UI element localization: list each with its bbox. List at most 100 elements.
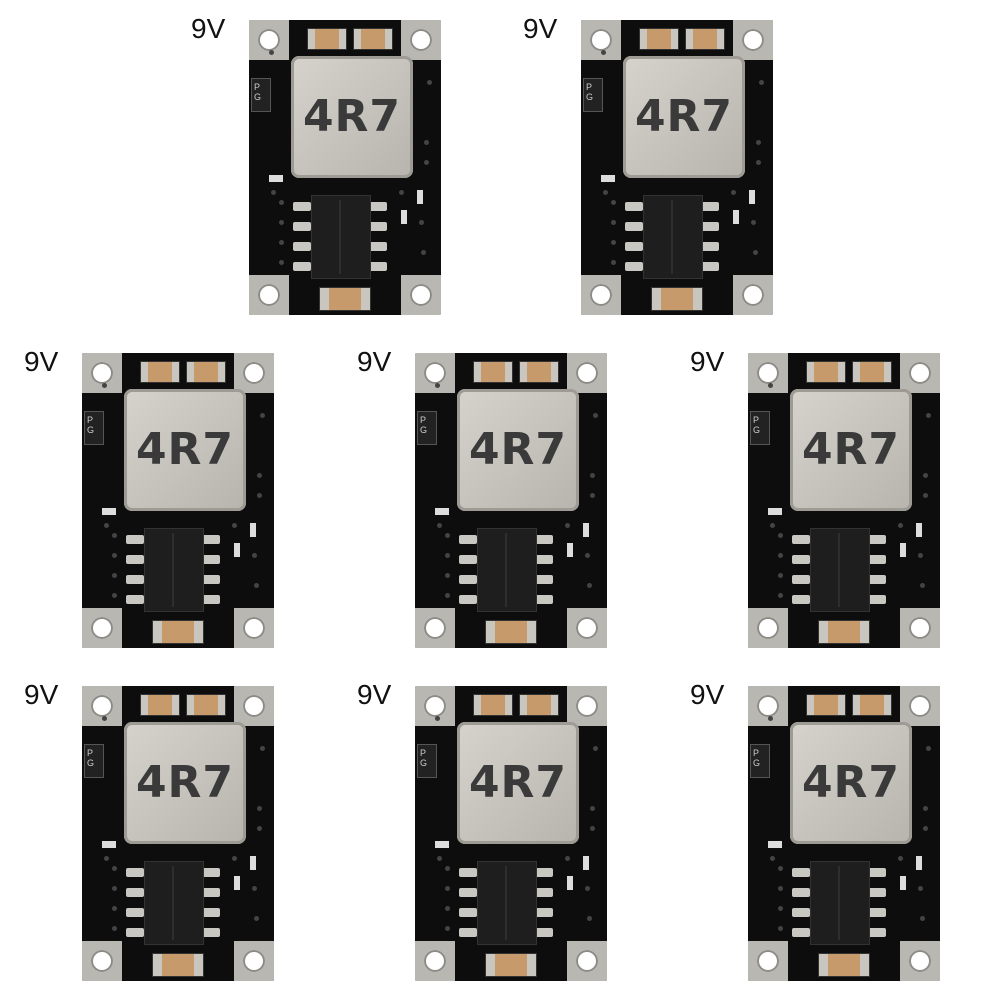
regulator-chip (810, 528, 870, 612)
regulator-chip (144, 861, 204, 945)
chip-pin (868, 535, 886, 544)
regulator-chip (477, 861, 537, 945)
regulator-chip (810, 861, 870, 945)
via (611, 240, 616, 245)
chip-pin (792, 868, 810, 877)
chip-pin (459, 888, 477, 897)
pg-silkscreen-box (750, 744, 770, 778)
chip-pin (459, 868, 477, 877)
chip-pin (701, 242, 719, 251)
via (269, 50, 274, 55)
mounting-pad (567, 686, 607, 726)
smd-resistor (250, 523, 256, 537)
inductor: 4R7 (457, 722, 579, 844)
via (112, 533, 117, 538)
inductor: 4R7 (790, 389, 912, 511)
mounting-pad (234, 941, 274, 981)
capacitor (473, 361, 513, 383)
via (593, 746, 598, 751)
chip-pin (126, 908, 144, 917)
via (445, 533, 450, 538)
inductor-marking: 4R7 (801, 757, 901, 808)
pg-silkscreen-box (84, 411, 104, 445)
via (257, 473, 262, 478)
inductor-marking: 4R7 (135, 757, 235, 808)
chip-pin (868, 908, 886, 917)
mounting-pad (82, 608, 122, 648)
mounting-pad (234, 353, 274, 393)
capacitor (519, 361, 559, 383)
inductor: 4R7 (124, 389, 246, 511)
smd-resistor (417, 190, 423, 204)
smd-resistor (583, 523, 589, 537)
chip-pin (126, 535, 144, 544)
via (918, 553, 923, 558)
smd-resistor (102, 508, 116, 515)
chip-pin (459, 575, 477, 584)
smd-resistor (234, 876, 240, 890)
mounting-pad (401, 275, 441, 315)
chip-pin (293, 202, 311, 211)
voltage-label: 9V (357, 346, 392, 377)
mounting-pad (900, 608, 940, 648)
via (731, 190, 736, 195)
smd-resistor (567, 876, 573, 890)
via (445, 593, 450, 598)
via (778, 886, 783, 891)
capacitor (818, 953, 870, 977)
via (435, 716, 440, 721)
via (768, 383, 773, 388)
smd-resistor (900, 876, 906, 890)
via (923, 806, 928, 811)
chip-pin (535, 595, 553, 604)
chip-pin (293, 222, 311, 231)
mounting-pad (567, 353, 607, 393)
chip-pin (126, 868, 144, 877)
smd-resistor (601, 175, 615, 182)
mounting-pad (82, 941, 122, 981)
via (257, 826, 262, 831)
via (112, 553, 117, 558)
via (590, 473, 595, 478)
capacitor (852, 361, 892, 383)
smd-resistor (435, 508, 449, 515)
chip-pin (792, 908, 810, 917)
capacitor (852, 694, 892, 716)
regulator-chip (144, 528, 204, 612)
pg-silkscreen-box (417, 411, 437, 445)
mounting-pad (567, 608, 607, 648)
via (778, 533, 783, 538)
via (112, 593, 117, 598)
capacitor (485, 953, 537, 977)
via (260, 413, 265, 418)
inductor-marking: 4R7 (468, 757, 568, 808)
via (437, 523, 442, 528)
via (759, 80, 764, 85)
capacitor (140, 694, 180, 716)
via (920, 916, 925, 921)
chip-pin (625, 262, 643, 271)
chip-pin (202, 868, 220, 877)
voltage-label: 9V (690, 679, 725, 710)
via (565, 856, 570, 861)
chip-pin (126, 928, 144, 937)
chip-pin (792, 555, 810, 564)
voltage-label: 9V (523, 13, 558, 44)
chip-pin (701, 262, 719, 271)
smd-resistor (401, 210, 407, 224)
capacitor (639, 28, 679, 50)
via (427, 80, 432, 85)
via (768, 716, 773, 721)
via (252, 553, 257, 558)
capacitor (519, 694, 559, 716)
via (232, 856, 237, 861)
chip-pin (459, 595, 477, 604)
via (770, 523, 775, 528)
chip-pin (202, 888, 220, 897)
via (112, 906, 117, 911)
capacitor (186, 694, 226, 716)
inductor: 4R7 (790, 722, 912, 844)
